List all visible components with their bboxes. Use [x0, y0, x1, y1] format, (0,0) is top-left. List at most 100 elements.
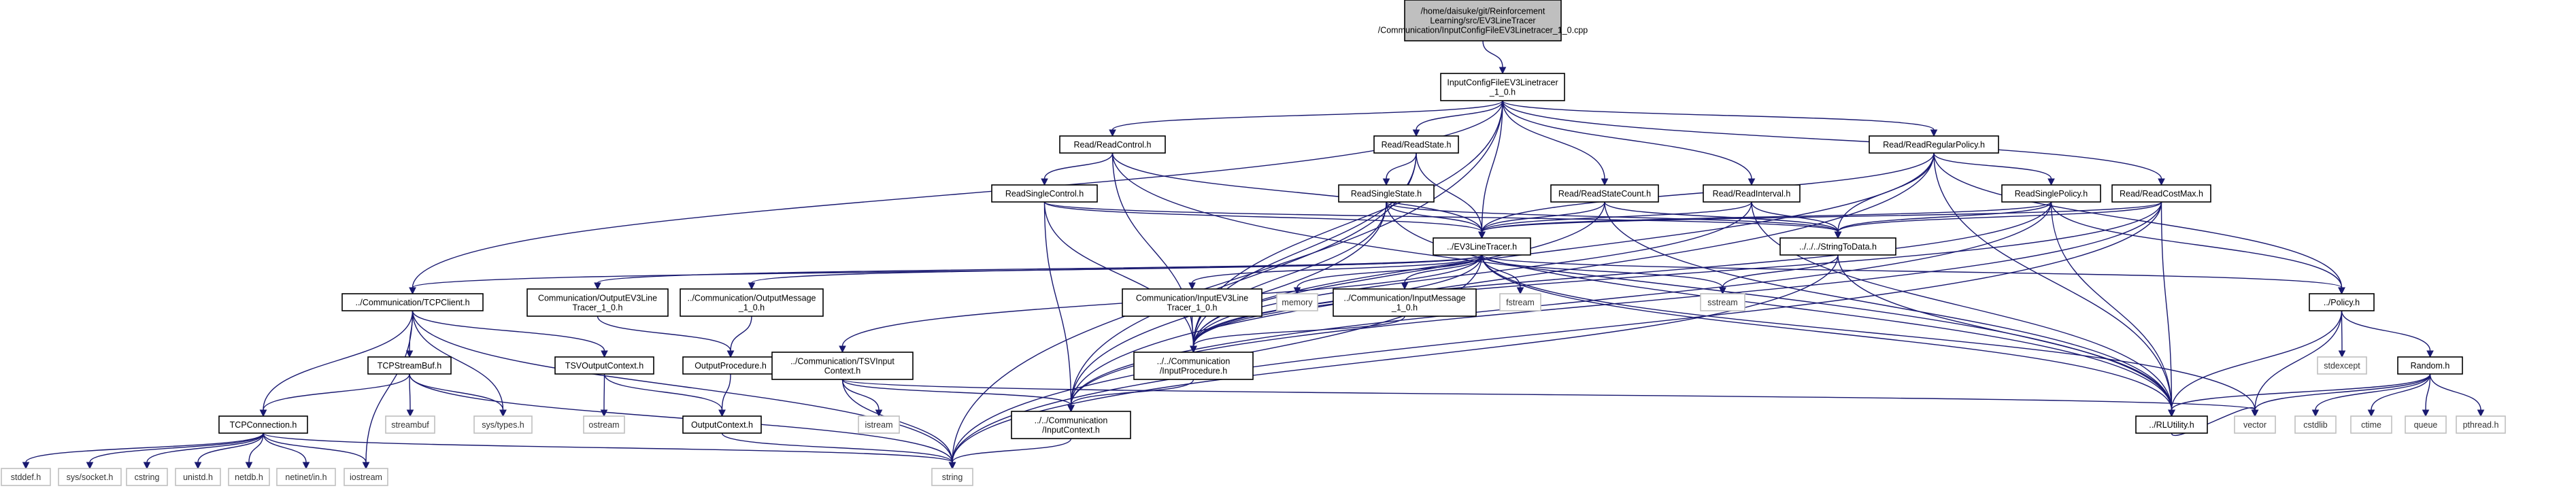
node-cim[interactable]: ../Communication/InputMessage_1_0.h [1333, 288, 1477, 317]
node-rrsc[interactable]: Read/ReadStateCount.h [1550, 184, 1659, 203]
node-policy[interactable]: ../Policy.h [2309, 293, 2375, 311]
edge-rrs-to-rss [1382, 152, 1417, 186]
node-rrc[interactable]: Read/ReadControl.h [1059, 135, 1166, 154]
node-root-label-1: Learning/src/EV3LineTracer [1430, 16, 1535, 26]
node-rlu-box [2135, 415, 2208, 434]
edge-ev3-to-coev3 [594, 254, 1483, 290]
node-rlu[interactable]: ../RLUtility.h [2135, 415, 2208, 434]
node-root-label-2: /Communication/InputConfigFileEV3Linetra… [1378, 26, 1588, 35]
node-streambuf-label-0: streambuf [391, 420, 429, 430]
node-stddef-box [1, 468, 51, 486]
node-cstdlib[interactable]: cstdlib [2294, 415, 2337, 434]
node-rrs[interactable]: Read/ReadState.h [1373, 135, 1459, 154]
node-netdb[interactable]: netdb.h [228, 468, 270, 486]
node-tcpsb[interactable]: TCPStreamBuf.h [367, 356, 452, 375]
node-queue[interactable]: queue [2405, 415, 2447, 434]
node-netinet[interactable]: netinet/in.h [276, 468, 336, 486]
edge-rrp-to-rsp [1933, 152, 2055, 186]
edge-op-to-oc [718, 373, 731, 417]
node-tsvo[interactable]: TSVOutputContext.h [554, 356, 654, 375]
node-string-label-0: string [942, 473, 963, 482]
node-tcpsb-label-0: TCPStreamBuf.h [378, 361, 442, 371]
node-stddef[interactable]: stddef.h [1, 468, 51, 486]
node-rri[interactable]: Read/ReadInterval.h [1703, 184, 1801, 203]
node-streambuf[interactable]: streambuf [385, 415, 435, 434]
edge-ev3-to-ciev3 [1188, 254, 1483, 290]
node-cstdlib-box [2294, 415, 2337, 434]
node-op[interactable]: OutputProcedure.h [682, 356, 779, 375]
edge-random-to-queue [2422, 373, 2431, 417]
node-vector[interactable]: vector [2234, 415, 2276, 434]
node-istream[interactable]: istream [858, 415, 900, 434]
node-rcm[interactable]: Read/ReadCostMax.h [2111, 184, 2211, 203]
node-tcpconn[interactable]: TCPConnection.h [218, 415, 308, 434]
node-ctime-label-0: ctime [2361, 420, 2381, 430]
node-vector-box [2234, 415, 2276, 434]
node-root[interactable]: /home/daisuke/git/ReinforcementLearning/… [1378, 0, 1588, 41]
node-rsp[interactable]: ReadSinglePolicy.h [2001, 184, 2101, 203]
node-random[interactable]: Random.h [2397, 356, 2463, 375]
node-com[interactable]: ../Communication/OutputMessage_1_0.h [680, 288, 824, 317]
edge-rcm-to-ev3 [1478, 201, 2162, 239]
node-stdexcept[interactable]: stdexcept [2317, 356, 2367, 375]
node-unistd[interactable]: unistd.h [175, 468, 221, 486]
edge-tcpc-to-tsvo [412, 310, 608, 358]
node-cstring[interactable]: cstring [126, 468, 168, 486]
node-unistd-label-0: unistd.h [183, 473, 213, 482]
node-rss[interactable]: ReadSingleState.h [1338, 184, 1435, 203]
node-rcm-label-0: Read/ReadCostMax.h [2120, 189, 2203, 199]
node-rrs-label-0: Read/ReadState.h [1382, 140, 1452, 150]
node-rsp-box [2001, 184, 2101, 203]
node-tsvo-label-0: TSVOutputContext.h [565, 361, 643, 371]
node-random-label-0: Random.h [2411, 361, 2450, 371]
node-systypes[interactable]: sys/types.h [473, 415, 533, 434]
node-ic-label-0: ../../Communication [1035, 416, 1108, 426]
node-pthread[interactable]: pthread.h [2456, 415, 2506, 434]
edge-icf-to-rrp [1502, 100, 1938, 137]
edge-icf-to-rrs [1412, 100, 1503, 137]
node-ostream[interactable]: ostream [583, 415, 625, 434]
edge-tsvi-to-istream [841, 379, 883, 417]
node-std[interactable]: ../../../StringToData.h [1779, 237, 1896, 256]
edge-tcpconn-to-unistd [194, 432, 264, 470]
edge-tcpconn-to-stddef [22, 432, 264, 470]
node-ip-box [1133, 352, 1254, 380]
node-rsc[interactable]: ReadSingleControl.h [991, 184, 1098, 203]
node-tcpconn-label-0: TCPConnection.h [230, 420, 297, 430]
node-ev3[interactable]: ../EV3LineTracer.h [1433, 237, 1531, 256]
node-icf[interactable]: InputConfigFileEV3Linetracer_1_0.h [1440, 73, 1565, 101]
node-fstream[interactable]: fstream [1499, 293, 1541, 311]
node-memory-box [1276, 293, 1318, 311]
edge-policy-to-random [2341, 310, 2434, 358]
node-ip[interactable]: ../../Communication/InputProcedure.h [1133, 352, 1254, 380]
node-sstream[interactable]: sstream [1700, 293, 1745, 311]
edge-tcpconn-to-syssocket [86, 432, 264, 470]
edge-tcpconn-to-netdb [245, 432, 264, 470]
node-oc[interactable]: OutputContext.h [682, 415, 762, 434]
node-tcpc[interactable]: ../Communication/TCPClient.h [341, 293, 484, 311]
edge-rcm-to-std [1834, 201, 2162, 239]
node-rrp[interactable]: Read/ReadRegularPolicy.h [1869, 135, 1999, 154]
node-systypes-box [473, 415, 533, 434]
node-rrc-label-0: Read/ReadControl.h [1074, 140, 1152, 150]
node-string[interactable]: string [931, 468, 973, 486]
node-rrp-box [1869, 135, 1999, 154]
node-ic[interactable]: ../../Communication/InputContext.h [1011, 411, 1131, 439]
edge-tsvo-to-ostream [600, 373, 608, 417]
node-sstream-label-0: sstream [1707, 298, 1737, 307]
node-tcpsb-box [367, 356, 452, 375]
edge-ip-to-ic [1067, 379, 1194, 413]
node-syssocket[interactable]: sys/socket.h [58, 468, 122, 486]
node-queue-label-0: queue [2414, 420, 2438, 430]
node-ctime[interactable]: ctime [2350, 415, 2392, 434]
node-iostream[interactable]: iostream [344, 468, 388, 486]
node-memory[interactable]: memory [1276, 293, 1318, 311]
node-pthread-label-0: pthread.h [2463, 420, 2499, 430]
edge-ev3-to-com [748, 254, 1483, 290]
graph-nodes: /home/daisuke/git/ReinforcementLearning/… [1, 0, 2506, 486]
node-cstring-box [126, 468, 168, 486]
